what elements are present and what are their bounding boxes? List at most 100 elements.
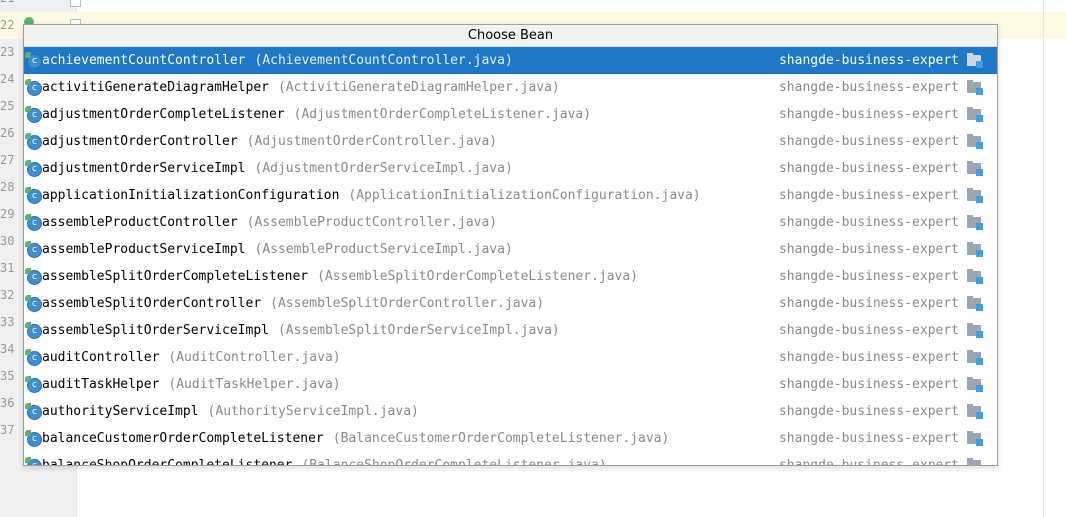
fold-marker-icon[interactable] <box>70 0 81 7</box>
bean-source-file: (AdjustmentOrderController.java) <box>246 134 498 149</box>
bean-source-file: (AssembleSplitOrderCompleteListener.java… <box>317 269 639 284</box>
bean-name: adjustmentOrderCompleteListener (Adjustme… <box>42 101 591 128</box>
bean-name-text: assembleSplitOrderCompleteListener <box>42 269 309 284</box>
line-number: 27 <box>0 153 15 167</box>
bean-module-name: shangde-business-expert <box>778 377 959 392</box>
line-number: 30 <box>0 234 15 248</box>
line-number: 29 <box>0 207 15 221</box>
popup-title: Choose Bean <box>24 25 997 47</box>
bean-name: auditTaskHelper(AuditTaskHelper.java) <box>42 371 341 398</box>
spring-bean-class-icon: c <box>25 403 42 420</box>
spring-bean-class-icon: c <box>25 241 42 258</box>
spring-bean-class-icon: c <box>25 133 42 150</box>
bean-source-file: (AssembleSplitOrderController.java) <box>270 296 545 311</box>
module-folder-icon <box>967 161 983 176</box>
bean-module-name: shangde-business-expert <box>778 53 959 68</box>
bean-name: adjustmentOrderServiceImpl (AdjustmentOrd… <box>42 155 513 182</box>
bean-source-file: (AdjustmentOrderCompleteListener.java) <box>293 107 592 122</box>
bean-module-name: shangde-business-expert <box>778 350 959 365</box>
line-number: 37 <box>0 423 15 437</box>
line-number: 25 <box>0 99 15 113</box>
bean-module-name: shangde-business-expert <box>778 215 959 230</box>
line-number: 33 <box>0 315 15 329</box>
bean-module-name: shangde-business-expert <box>778 323 959 338</box>
spring-bean-class-icon: c <box>25 106 42 123</box>
bean-name: achievementCountController (AchievementCo… <box>42 47 513 74</box>
bean-name: applicationInitializationConfiguration(A… <box>42 182 701 209</box>
bean-source-file: (AchievementCountController.java) <box>254 53 513 68</box>
module-folder-icon <box>967 377 983 392</box>
bean-module-name: shangde-business-expert <box>778 134 959 149</box>
module-folder-icon <box>967 350 983 365</box>
module-folder-icon <box>967 458 981 465</box>
bean-name-text: assembleSplitOrderController <box>42 296 262 311</box>
spring-bean-class-icon: c <box>25 187 42 204</box>
line-number: 32 <box>0 288 15 302</box>
line-number: 28 <box>0 180 15 194</box>
bean-module-name: shangde-business-expert <box>778 107 959 122</box>
bean-name: authorityServiceImpl(AuthorityServiceImp… <box>42 398 419 425</box>
line-number: 34 <box>0 342 15 356</box>
module-folder-icon <box>967 53 983 68</box>
bean-name: assembleSplitOrderCompleteListener (Assem… <box>42 263 638 290</box>
spring-bean-class-icon: c <box>25 295 42 312</box>
bean-module-name: shangde-business-expert <box>778 188 959 203</box>
bean-name: assembleProductController(AssembleProduc… <box>42 209 497 236</box>
line-number: 23 <box>0 45 15 59</box>
bean-name: auditController(AuditController.java) <box>42 344 341 371</box>
spring-bean-class-icon: c <box>25 52 42 69</box>
spring-bean-gutter-icon[interactable] <box>24 17 34 27</box>
bean-name-text: authorityServiceImpl <box>42 404 199 419</box>
bean-name: activitiGenerateDiagramHelper (ActivitiGe… <box>42 74 560 101</box>
module-folder-icon <box>967 188 983 203</box>
bean-source-file: (BalanceShopOrderCompleteListener.java) <box>301 458 607 466</box>
module-folder-icon <box>967 215 983 230</box>
spring-bean-class-icon: c <box>25 214 42 231</box>
bean-name-text: achievementCountController <box>42 53 246 68</box>
module-folder-icon <box>967 431 983 446</box>
bean-name-text: activitiGenerateDiagramHelper <box>42 80 269 95</box>
bean-module-name: shangde-business-expert <box>778 269 959 284</box>
bean-source-file: (AuditController.java) <box>168 350 341 365</box>
module-folder-icon <box>967 134 983 149</box>
bean-module-name: shangde-business-expert <box>778 458 959 466</box>
bean-source-file: (AuditTaskHelper.java) <box>168 377 341 392</box>
bean-module-name: shangde-business-expert <box>778 242 959 257</box>
module-folder-icon <box>967 242 983 257</box>
bean-source-file: (BalanceCustomerOrderCompleteListener.ja… <box>332 431 670 446</box>
bean-name: balanceCustomerOrderCompleteListener(Bal… <box>42 425 669 452</box>
spring-bean-class-icon: c <box>25 268 42 285</box>
line-number: 22 <box>0 18 15 32</box>
line-number: 24 <box>0 72 15 86</box>
bean-name-text: adjustmentOrderCompleteListener <box>42 107 285 122</box>
bean-source-file: (AdjustmentOrderServiceImpl.java) <box>254 161 513 176</box>
module-folder-icon <box>967 269 983 284</box>
bean-name: balanceShopOrderCompleteListener(Balance… <box>42 452 607 466</box>
bean-name-text: assembleProductController <box>42 215 238 230</box>
bean-source-file: (ActivitiGenerateDiagramHelper.java) <box>277 80 560 95</box>
bean-name: assembleSplitOrderServiceImpl(AssembleSp… <box>42 317 560 344</box>
bean-module-name: shangde-business-expert <box>778 296 959 311</box>
right-margin-guide <box>1043 0 1044 517</box>
bean-source-file: (ApplicationInitializationConfiguration.… <box>348 188 701 203</box>
bean-name-text: adjustmentOrderServiceImpl <box>42 161 246 176</box>
bean-name-text: assembleSplitOrderServiceImpl <box>42 323 269 338</box>
